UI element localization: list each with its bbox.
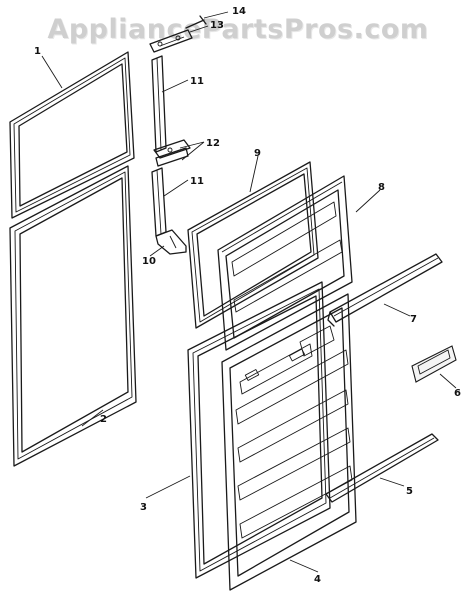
label-part-7: 7 (410, 314, 417, 325)
fresh-food-door-gasket-right (187, 281, 331, 579)
center-hinge (153, 139, 191, 167)
door-trim-upper (151, 55, 167, 153)
freezer-door-gasket (9, 51, 135, 219)
fresh-food-door-gasket (9, 165, 137, 467)
door-shelf-bar-lower (325, 433, 439, 503)
label-part-14: 14 (232, 6, 246, 17)
label-part-11-upper: 11 (190, 76, 204, 87)
door-trim-lower (151, 167, 167, 237)
door-bin-clip (411, 345, 457, 383)
label-part-12: 12 (206, 138, 220, 149)
label-part-4: 4 (314, 574, 321, 585)
fresh-food-door-liner (221, 293, 357, 591)
label-part-2: 2 (100, 414, 107, 425)
freezer-door-gasket-right (187, 161, 319, 329)
label-part-6: 6 (454, 388, 461, 399)
label-part-9: 9 (254, 148, 261, 159)
label-part-1: 1 (34, 46, 41, 57)
door-shelf-bar-upper (327, 253, 443, 327)
leader-lines (41, 11, 457, 573)
label-part-11-lower: 11 (190, 176, 204, 187)
label-part-3: 3 (140, 502, 147, 513)
label-part-8: 8 (378, 182, 385, 193)
bottom-hinge-bracket (155, 229, 187, 255)
label-part-5: 5 (406, 486, 413, 497)
freezer-door-liner (217, 175, 353, 351)
top-hinge-assembly (149, 15, 207, 53)
label-part-10: 10 (142, 256, 156, 267)
label-part-13: 13 (210, 20, 224, 31)
